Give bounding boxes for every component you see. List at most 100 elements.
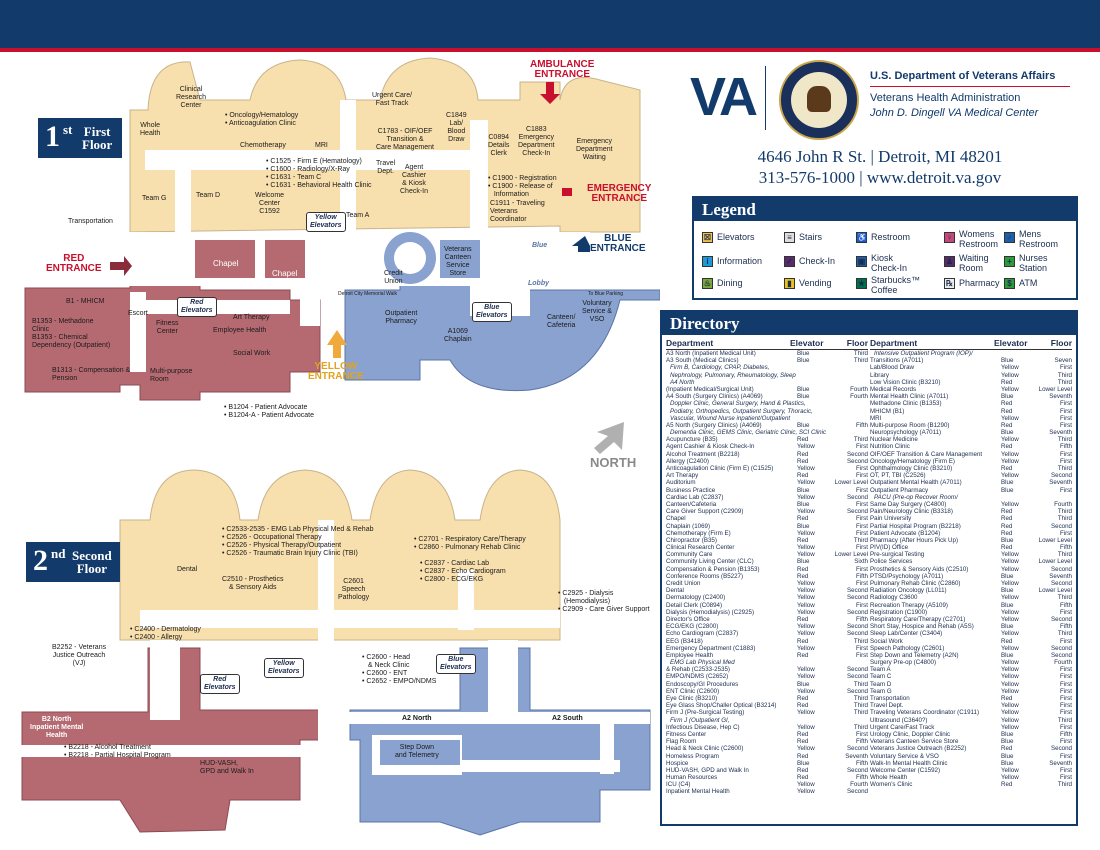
directory-department: Dental bbox=[666, 587, 684, 595]
directory-floor: Fifth bbox=[855, 615, 868, 623]
directory-department: Business Practice bbox=[666, 486, 716, 494]
waiting-room-icon: ♟ bbox=[944, 256, 955, 267]
directory-elevator: Blue bbox=[797, 680, 810, 688]
dining-icon: ♨ bbox=[702, 278, 713, 289]
directory-row: PACU (Pre-op Recover Room/ bbox=[870, 494, 1072, 501]
canteen-store bbox=[440, 240, 480, 278]
directory-elevator: Yellow bbox=[1001, 709, 1019, 717]
floor1-blue-elevators-tag: Blue Elevators bbox=[472, 302, 512, 322]
directory-department: Transitions (A7011) bbox=[870, 357, 924, 365]
directory-elevator: Yellow bbox=[1001, 450, 1019, 458]
f1-label: MRI bbox=[315, 142, 328, 149]
directory-department: Patient Advocate (B1204) bbox=[870, 529, 941, 537]
directory-floor: Fourth bbox=[1054, 659, 1072, 667]
directory-elevator: Blue bbox=[1001, 752, 1014, 760]
directory-elevator: Blue bbox=[797, 393, 810, 401]
floor2-blue-wing bbox=[349, 647, 651, 836]
f1-label: • C1525 - Firm E (Hematology) • C1600 - … bbox=[266, 158, 372, 189]
step-down-room bbox=[380, 740, 460, 765]
header-elevator: Elevator bbox=[994, 338, 1028, 348]
directory-floor: Second bbox=[1051, 565, 1072, 573]
directory-floor: Second bbox=[847, 630, 868, 638]
chapel-room bbox=[195, 240, 255, 278]
directory-department: Surgery Pre-op (C4800) bbox=[870, 659, 937, 667]
directory-floor: Fifth bbox=[1059, 623, 1072, 631]
directory-department: Art Therapy bbox=[666, 472, 699, 480]
directory-elevator: Red bbox=[797, 637, 809, 645]
directory-floor: First bbox=[1059, 738, 1072, 746]
directory-floor: First bbox=[855, 465, 868, 472]
directory-floor: Third bbox=[853, 723, 868, 731]
f2-label: B2 North Inpatient Mental Health bbox=[30, 716, 84, 739]
blue-entrance-label: BLUE ENTRANCE bbox=[590, 233, 646, 254]
directory-department: Outpatient Pharmacy bbox=[870, 486, 929, 494]
directory-elevator: Yellow bbox=[797, 673, 815, 681]
directory-elevator: Yellow bbox=[1001, 500, 1019, 508]
directory-elevator: Yellow bbox=[797, 544, 815, 552]
directory-elevator: Yellow bbox=[797, 601, 815, 609]
red-entrance-arrow bbox=[110, 256, 132, 276]
directory-department: Credit Union bbox=[666, 580, 701, 587]
directory-elevator: Blue bbox=[797, 522, 810, 530]
f1-label: Lobby bbox=[528, 280, 549, 287]
directory-elevator: Blue bbox=[1001, 479, 1014, 487]
contact-line[interactable]: 313-576-1000 | www.detroit.va.gov bbox=[758, 168, 1002, 187]
directory-department: OIF/OEF Transition & Care Management bbox=[870, 450, 983, 458]
directory-department: Nuclear Medicine bbox=[870, 436, 918, 444]
directory-elevator: Blue bbox=[797, 350, 810, 357]
directory-elevator: Yellow bbox=[797, 443, 815, 451]
directory-floor: Third bbox=[1057, 781, 1072, 789]
directory-department: (Inpatient Medical/Surgical Unit) bbox=[666, 385, 754, 393]
directory-department: Pulmonary Rehab Clinic (C2860) bbox=[870, 580, 961, 587]
legend-item-label: Mens Restroom bbox=[1019, 229, 1059, 249]
directory-elevator: Yellow bbox=[797, 493, 815, 501]
floor1-red-elevators-tag: Red Elevators bbox=[177, 297, 217, 317]
legend-item-label: Kiosk Check-In bbox=[871, 253, 908, 273]
directory-department: OT, PT, TBI (C2526) bbox=[870, 472, 926, 480]
directory-floor: Fourth bbox=[1054, 500, 1072, 508]
f2-label: Dental bbox=[177, 566, 198, 573]
directory-row: Intensive Outpatient Program (IOP)/ bbox=[870, 350, 1072, 357]
directory-department: EMG Lab Physical Med bbox=[670, 659, 735, 667]
directory-floor: Lower Level bbox=[1038, 587, 1072, 595]
ambulance-entrance-arrow bbox=[540, 82, 560, 104]
floor2-yellow-wing bbox=[119, 469, 561, 641]
legend-panel: Legend ☒Elevators≡Stairs♿Restroom♀Womens… bbox=[692, 196, 1078, 300]
emergency-entrance-arrow bbox=[562, 186, 585, 196]
f1-label: Canteen/ Cafeteria bbox=[547, 314, 576, 329]
ambulance-entrance-label: AMBULANCE ENTRANCE bbox=[530, 59, 595, 80]
directory-department: Care Giver Support (C2909) bbox=[666, 508, 744, 516]
header-department: Department bbox=[666, 338, 714, 348]
administration-name: Veterans Health Administration bbox=[870, 92, 1021, 104]
directory-floor: First bbox=[855, 544, 868, 552]
directory-floor: First bbox=[1059, 407, 1072, 415]
directory-elevator: Yellow bbox=[1001, 687, 1019, 695]
directory-elevator: Red bbox=[1001, 522, 1013, 530]
directory-department: Team C bbox=[870, 673, 892, 681]
directory-floor: First bbox=[1059, 752, 1072, 760]
directory-floor: Second bbox=[847, 788, 868, 796]
directory-floor: Second bbox=[847, 673, 868, 681]
directory-floor: Lower Level bbox=[834, 479, 868, 487]
directory-department: Vascular, Wound Nurse inpatient/Outpatie… bbox=[670, 414, 791, 422]
directory-department: Oncology/Hematology (Firm E) bbox=[870, 457, 955, 465]
directory-department: Dementia Clinic, GEMS Clinic, Geriatric … bbox=[670, 429, 827, 437]
directory-department: Conference Rooms (B5227) bbox=[666, 572, 744, 580]
directory-elevator: Blue bbox=[1001, 601, 1014, 609]
f2-label: HUD-VASH, GPD and Walk In bbox=[200, 760, 254, 775]
